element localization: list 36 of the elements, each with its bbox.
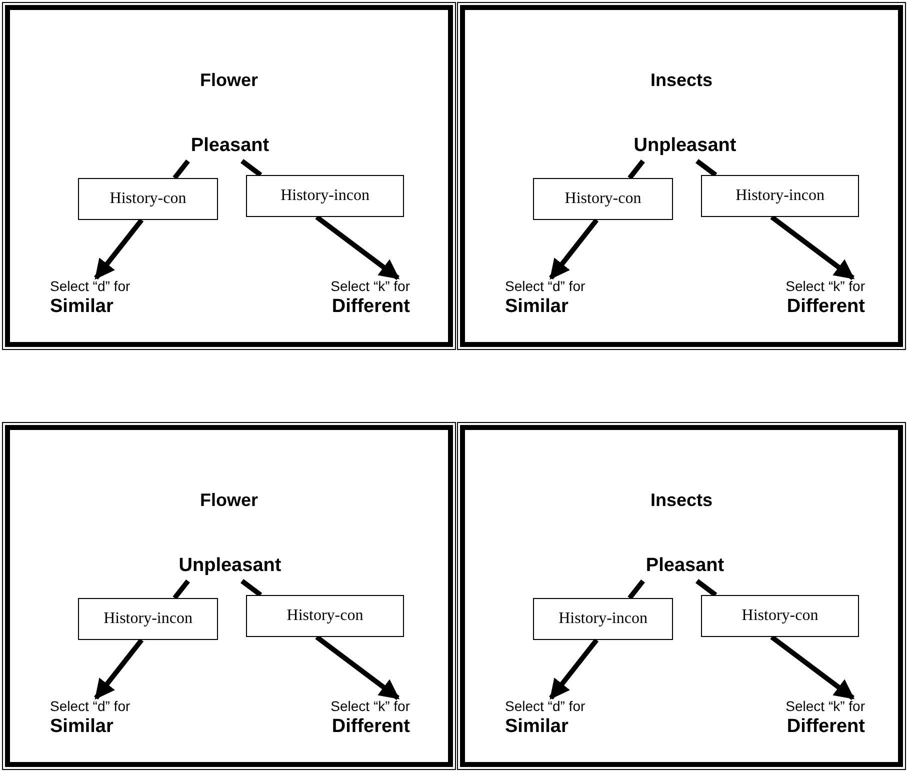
response-instruction: Select “d” for Similar: [499, 278, 619, 322]
panel-heading: Insects: [649, 490, 714, 511]
arrow: [315, 215, 400, 280]
response-instruction: Select “k” for Different: [745, 278, 865, 322]
valence-word: Unpleasant: [625, 135, 745, 161]
history-label-box: History-con: [246, 595, 404, 637]
panel-frame: [5, 5, 453, 347]
history-label-box: History-incon: [78, 598, 218, 640]
response-instruction: Select “d” for Similar: [44, 278, 164, 322]
arrow: [549, 638, 599, 700]
arrow: [315, 635, 400, 700]
valence-word: Unpleasant: [170, 555, 290, 581]
response-instruction: Select “k” for Different: [745, 698, 865, 742]
response-instruction: Select “k” for Different: [290, 698, 410, 742]
history-label-box: History-con: [78, 178, 218, 220]
panel-frame: [460, 425, 903, 767]
arrow: [770, 635, 855, 700]
history-label-box: History-incon: [701, 175, 859, 217]
valence-word: Pleasant: [625, 555, 745, 581]
response-instruction: Select “k” for Different: [290, 278, 410, 322]
arrow: [549, 218, 599, 280]
response-instruction: Select “d” for Similar: [44, 698, 164, 742]
arrow: [770, 215, 855, 280]
valence-word: Pleasant: [170, 135, 290, 161]
history-label-box: History-con: [701, 595, 859, 637]
panel-frame: [5, 425, 453, 767]
arrow: [94, 638, 144, 700]
panel-frame: [460, 5, 903, 347]
panel-heading: Insects: [649, 70, 714, 91]
response-instruction: Select “d” for Similar: [499, 698, 619, 742]
panel-heading: Flower: [198, 490, 259, 511]
history-label-box: History-con: [533, 178, 673, 220]
history-label-box: History-incon: [246, 175, 404, 217]
history-label-box: History-incon: [533, 598, 673, 640]
arrow: [94, 218, 144, 280]
panel-heading: Flower: [198, 70, 259, 91]
